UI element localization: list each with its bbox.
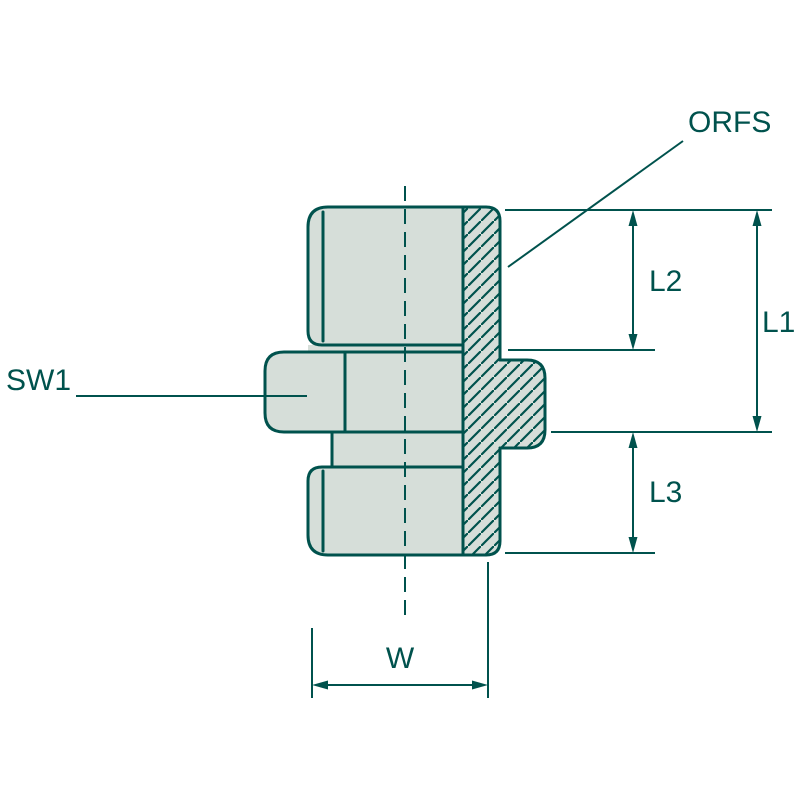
arrow-down-icon (752, 416, 762, 432)
lower-body-fill (308, 467, 463, 555)
arrow-down-icon (628, 334, 638, 350)
shaft-outline (461, 205, 502, 557)
fitting-body-fills (265, 207, 545, 555)
label-l3: L3 (649, 476, 682, 509)
arrow-right-icon (472, 680, 488, 690)
leaders (76, 140, 684, 397)
dimension-l3 (628, 432, 638, 553)
arrow-down-icon (628, 537, 638, 553)
dimension-w (312, 680, 488, 690)
neck-fill (332, 432, 463, 467)
arrow-left-icon (312, 680, 328, 690)
labels: ORFS SW1 L2 L1 L3 W (6, 106, 795, 675)
dimension-l1 (752, 210, 762, 432)
fitting-body-outlines (263, 205, 547, 557)
lower-body-outline (306, 465, 465, 557)
arrow-up-icon (752, 210, 762, 226)
label-sw1: SW1 (6, 364, 71, 397)
section-hatch (463, 207, 545, 555)
label-l1: L1 (762, 306, 795, 339)
label-w: W (386, 642, 415, 675)
hex-flange-fill (265, 352, 463, 432)
orfs-leader-line (507, 140, 684, 268)
collar-outline (498, 358, 547, 450)
arrow-up-icon (628, 210, 638, 226)
upper-body-outline (306, 205, 465, 347)
upper-body-fill (308, 207, 463, 345)
hex-flange-outline (263, 350, 465, 434)
arrow-up-icon (628, 432, 638, 448)
extension-lines (311, 209, 772, 698)
dimension-l2 (628, 210, 638, 350)
mid-sliver-fill (308, 345, 463, 352)
label-l2: L2 (649, 265, 682, 298)
label-orfs: ORFS (688, 106, 771, 139)
